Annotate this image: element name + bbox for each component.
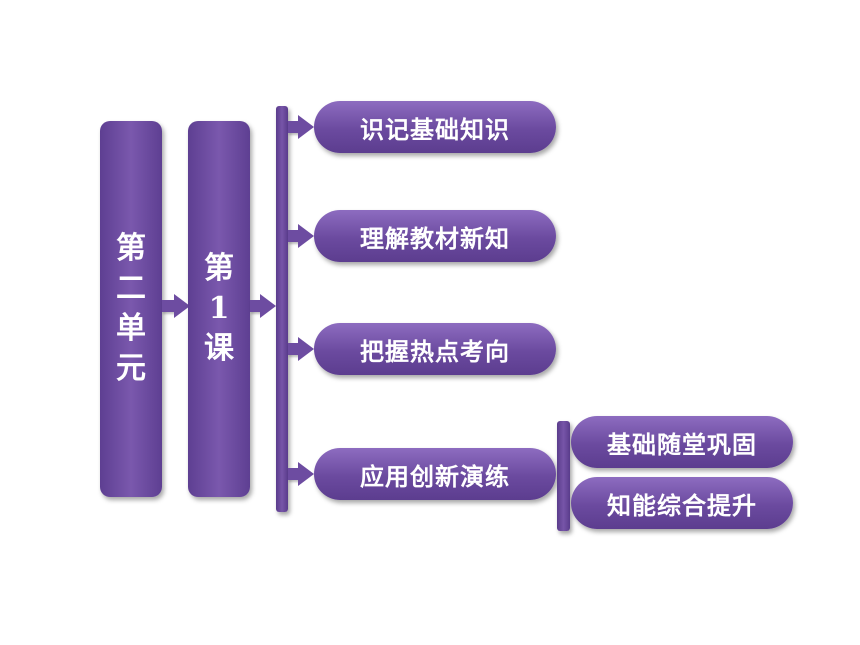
branch-arrow-icon [298,462,314,486]
unit-box[interactable]: 第 二 单 元 [100,121,162,497]
branch-pill-hot-topics[interactable]: 把握热点考向 [314,323,556,375]
sub-pill-comprehensive-improvement[interactable]: 知能综合提升 [571,477,793,529]
sub-pill-basic-consolidation[interactable]: 基础随堂巩固 [571,416,793,468]
lesson-char: 课 [204,331,234,366]
branch-arrow-icon [298,224,314,248]
branch-arrow-stem [288,343,300,355]
arrow-lesson-to-bar-icon [260,294,276,318]
branch-pill-application-practice[interactable]: 应用创新演练 [314,448,556,500]
branch-arrow-icon [298,337,314,361]
lesson-box[interactable]: 第 1 课 [188,121,250,497]
sub-connector-bar [557,421,570,531]
branch-pill-understand-material[interactable]: 理解教材新知 [314,210,556,262]
branch-connector-bar [276,106,288,512]
unit-char: 二 [116,271,146,306]
arrow-lesson-to-bar-stem [250,300,262,312]
branch-arrow-stem [288,468,300,480]
arrow-unit-to-lesson-stem [162,300,176,312]
branch-pill-memorize-basics[interactable]: 识记基础知识 [314,101,556,153]
lesson-char: 1 [208,291,230,326]
arrow-unit-to-lesson-icon [174,294,190,318]
branch-arrow-icon [298,115,314,139]
unit-char: 第 [116,231,146,266]
lesson-char: 第 [204,251,234,286]
branch-arrow-stem [288,121,300,133]
branch-arrow-stem [288,230,300,242]
unit-char: 元 [116,351,146,386]
unit-char: 单 [116,311,146,346]
